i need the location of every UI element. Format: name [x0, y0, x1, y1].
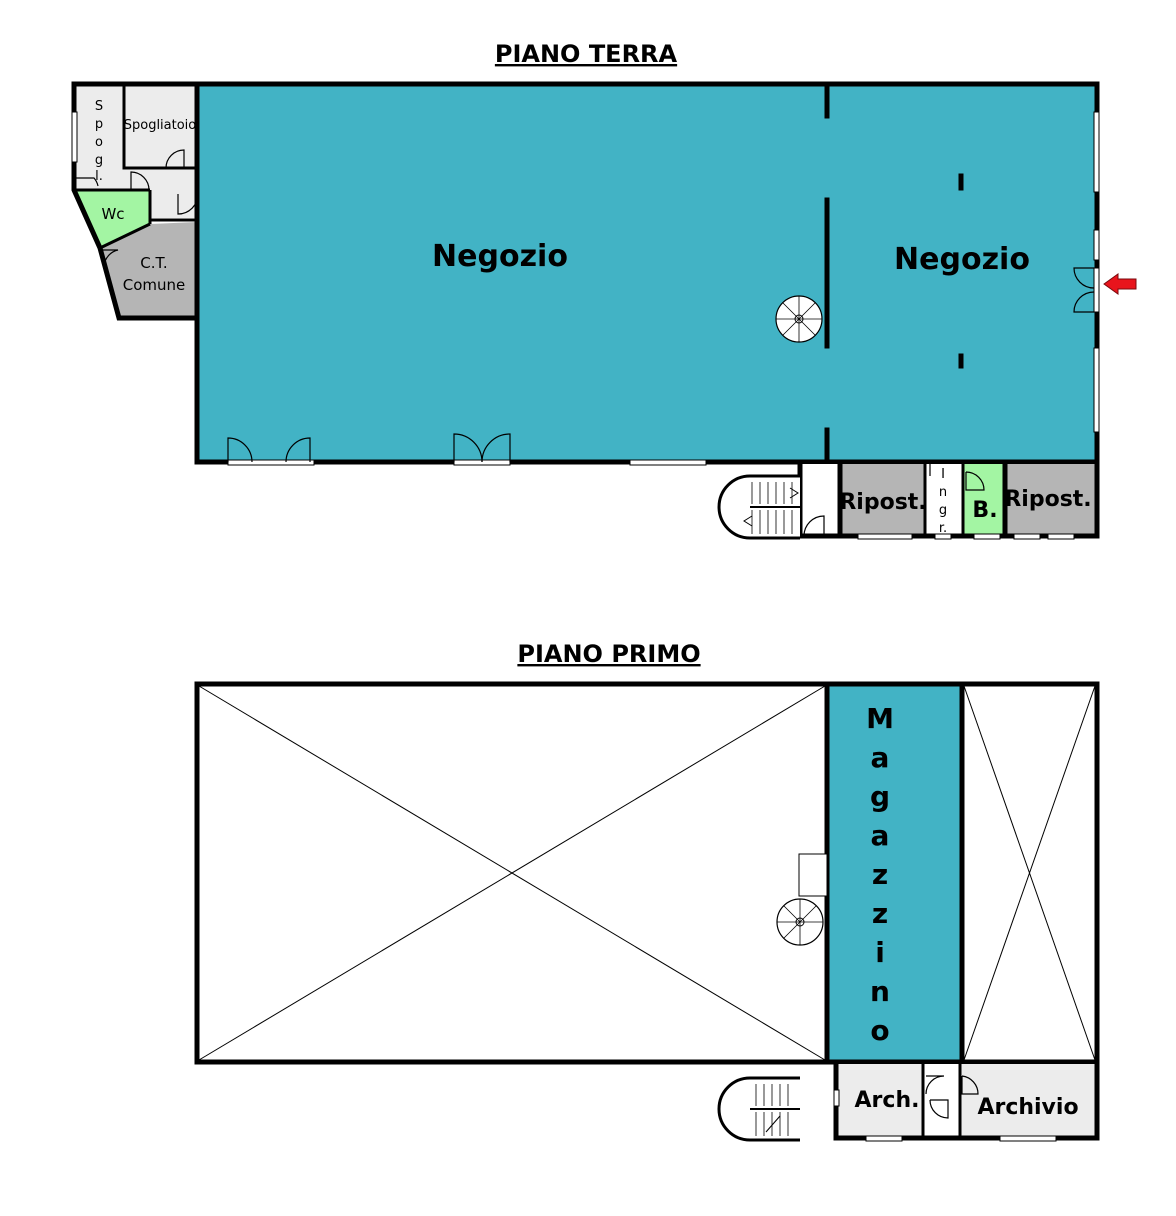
bagno-room [964, 464, 1004, 536]
wc-wall-bottom [99, 222, 151, 250]
room-label-spogl-2: p [95, 117, 103, 132]
room-label-ct: C.T. [140, 254, 167, 272]
first-annex-window-1 [865, 1135, 903, 1142]
corridor-door-first [929, 1099, 949, 1119]
room-label-bagno: B. [972, 498, 997, 523]
bagno-door [965, 471, 985, 491]
staircase-icon [717, 1076, 800, 1142]
annex-window-3 [973, 533, 1001, 540]
spiral-staircase-icon [776, 898, 824, 946]
window-right-3 [1093, 267, 1100, 313]
shop-door-2 [285, 437, 311, 463]
stair-landing [800, 464, 840, 536]
ripost-right-room [1006, 464, 1097, 536]
room-label-ingr-3: g [939, 503, 947, 518]
room-label-magazzino-3: g [870, 780, 890, 813]
spogl-door [76, 177, 99, 187]
window-right-2 [1093, 229, 1100, 261]
window-bottom-3 [629, 459, 707, 466]
room-label-ingr-1: I [941, 467, 945, 482]
room-label-spogliatoio: Spogliatoio [124, 118, 197, 133]
room-label-magazzino-9: o [870, 1014, 889, 1047]
first-annex-window-2 [999, 1135, 1057, 1142]
room-label-spogl-5: l. [95, 169, 103, 184]
corridor-door [130, 171, 150, 191]
magazzino-room [827, 684, 962, 1062]
room-label-magazzino-8: n [870, 975, 890, 1008]
room-label-spogl-4: g [95, 153, 103, 168]
room-label-magazzino-6: z [872, 897, 888, 930]
room-label-archivio: Archivio [977, 1095, 1078, 1120]
room-label-magazzino-2: a [871, 741, 890, 774]
staircase-icon [717, 474, 800, 540]
shop-area [197, 84, 1097, 462]
room-label-magazzino-7: i [875, 936, 885, 969]
wing-outer-wall [71, 81, 200, 321]
room-label-negozio-main: Negozio [432, 239, 568, 274]
arch-door [925, 1075, 945, 1095]
spogliatoio-door [165, 149, 185, 169]
room-label-arch: Arch. [855, 1088, 920, 1113]
wc-room [74, 190, 150, 248]
spiral-staircase-icon [775, 295, 823, 343]
archivio-room [961, 1064, 1097, 1138]
entrance-arrow-icon [1103, 273, 1137, 295]
entrance-door-top [1073, 267, 1095, 289]
room-label-wc: Wc [101, 205, 124, 223]
window-bottom-1 [227, 459, 315, 466]
archivio-door [961, 1075, 979, 1095]
room-label-magazzino-5: z [872, 858, 888, 891]
annex-window-1 [857, 533, 913, 540]
first-corridor [924, 1064, 960, 1138]
room-label-ripost-right: Ripost. [1004, 487, 1091, 512]
room-label-magazzino-4: a [871, 819, 890, 852]
room-label-magazzino-1: M [866, 702, 894, 735]
room-label-spogl-1: S [95, 99, 103, 114]
room-label-negozio-right: Negozio [894, 242, 1030, 277]
window-right-4 [1093, 347, 1100, 433]
landing-door [803, 515, 825, 537]
arch-room [836, 1064, 922, 1138]
room-label-ripost-left: Ripost. [839, 490, 926, 515]
shop-door-3a [453, 433, 483, 463]
room-label-ingr-4: r. [939, 521, 947, 536]
wing-window [71, 111, 78, 163]
ct-comune-room [100, 222, 197, 318]
entrance-door-bottom [1073, 291, 1095, 313]
first-annex-window-3 [833, 1089, 840, 1107]
annex-window-5 [1047, 533, 1075, 540]
first-outer-wall [194, 681, 1100, 1065]
annex-window-2 [934, 533, 952, 540]
room-label-ingr-2: n [939, 485, 947, 500]
room-label-spogl-3: o [95, 135, 103, 150]
shop-door-3b [481, 433, 511, 463]
ground-floor-title: PIANO TERRA [495, 40, 678, 68]
spogliatoio-room [124, 84, 197, 168]
window-right-1 [1093, 111, 1100, 193]
shop-door-1 [227, 437, 253, 463]
ingr-room [926, 464, 962, 536]
void-right-cross-2 [963, 685, 1096, 1061]
annex-window-4 [1013, 533, 1041, 540]
first-floor-title: PIANO PRIMO [517, 640, 700, 668]
void-left-cross-2 [198, 685, 826, 1061]
spiral-landing [798, 853, 828, 897]
ct-door [100, 249, 119, 267]
room-label-comune: Comune [123, 276, 186, 294]
spogliatoio-wall [122, 84, 197, 170]
ripost-left-room [842, 464, 924, 536]
